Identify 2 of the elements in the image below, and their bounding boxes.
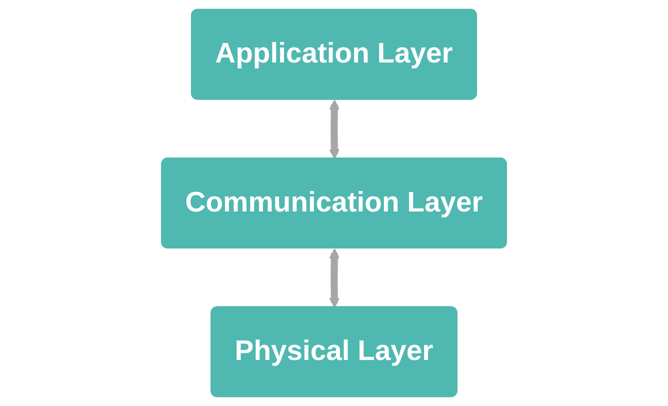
arrow — [329, 100, 340, 160]
arrow — [329, 248, 340, 308]
